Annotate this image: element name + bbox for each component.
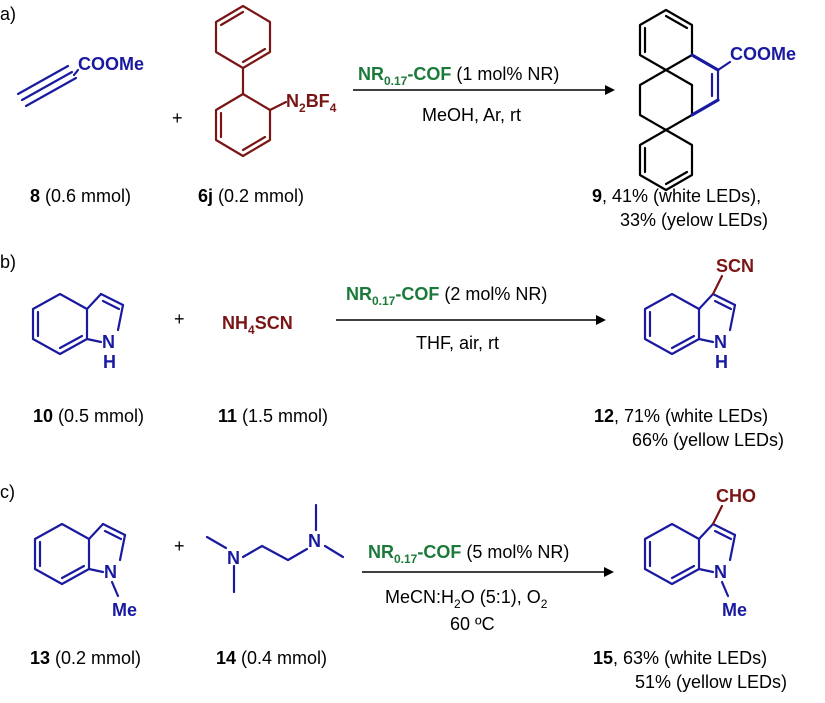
compound-15-group: CHO bbox=[716, 486, 756, 506]
compound-12-yield-2: 66% (yellow LEDs) bbox=[632, 430, 784, 450]
compound-10-h: H bbox=[103, 352, 116, 372]
compound-6j-group: N2BF4 bbox=[286, 91, 337, 115]
compound-10-label: 10(0.5 mmol) bbox=[33, 406, 144, 426]
compound-13-n: N bbox=[104, 562, 117, 582]
panel-a-conditions: MeOH, Ar, rt bbox=[422, 105, 521, 125]
compound-14-n2: N bbox=[308, 531, 321, 551]
panel-c-label: c) bbox=[0, 482, 15, 502]
compound-11-label: 11(1.5 mmol) bbox=[218, 406, 328, 426]
panel-a-label: a) bbox=[0, 4, 16, 24]
compound-12-yield-1: 12, 71% (white LEDs) bbox=[594, 406, 768, 426]
compound-15-structure: CHO N Me bbox=[643, 486, 756, 620]
panel-c-conditions-1: MeCN:H2O (5:1), O2 bbox=[385, 587, 548, 611]
compound-14-label: 14(0.4 mmol) bbox=[216, 648, 327, 668]
panel-b-arrowhead bbox=[596, 315, 606, 325]
panel-b: b) N H + NH4SCN NR0.17-COF(2 mol% NR) TH… bbox=[0, 252, 784, 450]
compound-12-nh: N bbox=[714, 332, 727, 352]
compound-6j-label: 6j(0.2 mmol) bbox=[198, 186, 304, 206]
compound-15-me: Me bbox=[722, 600, 747, 620]
compound-9-group: COOMe bbox=[730, 44, 796, 64]
panel-a-arrowhead bbox=[605, 85, 615, 95]
compound-8-group: COOMe bbox=[78, 54, 144, 74]
compound-11-formula: NH4SCN bbox=[222, 313, 293, 337]
compound-14-structure: N N bbox=[205, 503, 345, 594]
compound-13-structure: N Me bbox=[33, 522, 137, 620]
panel-c: c) N Me + N N NR0.17-CO bbox=[0, 482, 787, 692]
compound-15-yield-1: 15, 63% (white LEDs) bbox=[593, 648, 767, 668]
panel-c-plus: + bbox=[174, 536, 185, 556]
panel-b-label: b) bbox=[0, 252, 16, 272]
compound-9-yield-2: 33% (yelow LEDs) bbox=[620, 210, 768, 230]
compound-13-label: 13(0.2 mmol) bbox=[30, 648, 141, 668]
compound-9-yield-1: 9, 41% (white LEDs), bbox=[592, 186, 761, 206]
compound-12-h: H bbox=[715, 352, 728, 372]
panel-b-catalyst: NR0.17-COF(2 mol% NR) bbox=[346, 284, 547, 308]
compound-12-structure: SCN N H bbox=[643, 256, 754, 372]
panel-c-catalyst: NR0.17-COF(5 mol% NR) bbox=[368, 542, 569, 566]
compound-15-yield-2: 51% (yellow LEDs) bbox=[635, 672, 787, 692]
compound-10-structure: N H bbox=[31, 292, 125, 372]
panel-c-arrowhead bbox=[604, 567, 614, 577]
compound-8-label: 8(0.6 mmol) bbox=[30, 186, 131, 206]
compound-12-group: SCN bbox=[716, 256, 754, 276]
compound-10-nh: N bbox=[102, 332, 115, 352]
compound-9-structure: COOMe bbox=[638, 8, 796, 192]
panel-b-plus: + bbox=[174, 309, 185, 329]
panel-a-catalyst: NR0.17-COF(1 mol% NR) bbox=[358, 64, 559, 88]
panel-a: a) COOMe + N2BF4 NR0.17-COF(1 mol% NR) bbox=[0, 4, 796, 230]
compound-15-n: N bbox=[714, 562, 727, 582]
compound-6j-structure: N2BF4 bbox=[214, 4, 337, 158]
panel-a-plus: + bbox=[172, 108, 183, 128]
panel-c-conditions-2: 60 ºC bbox=[450, 614, 495, 634]
compound-8-structure: COOMe bbox=[16, 54, 144, 108]
compound-14-n1: N bbox=[227, 548, 240, 568]
panel-b-conditions: THF, air, rt bbox=[416, 333, 499, 353]
compound-13-me: Me bbox=[112, 600, 137, 620]
